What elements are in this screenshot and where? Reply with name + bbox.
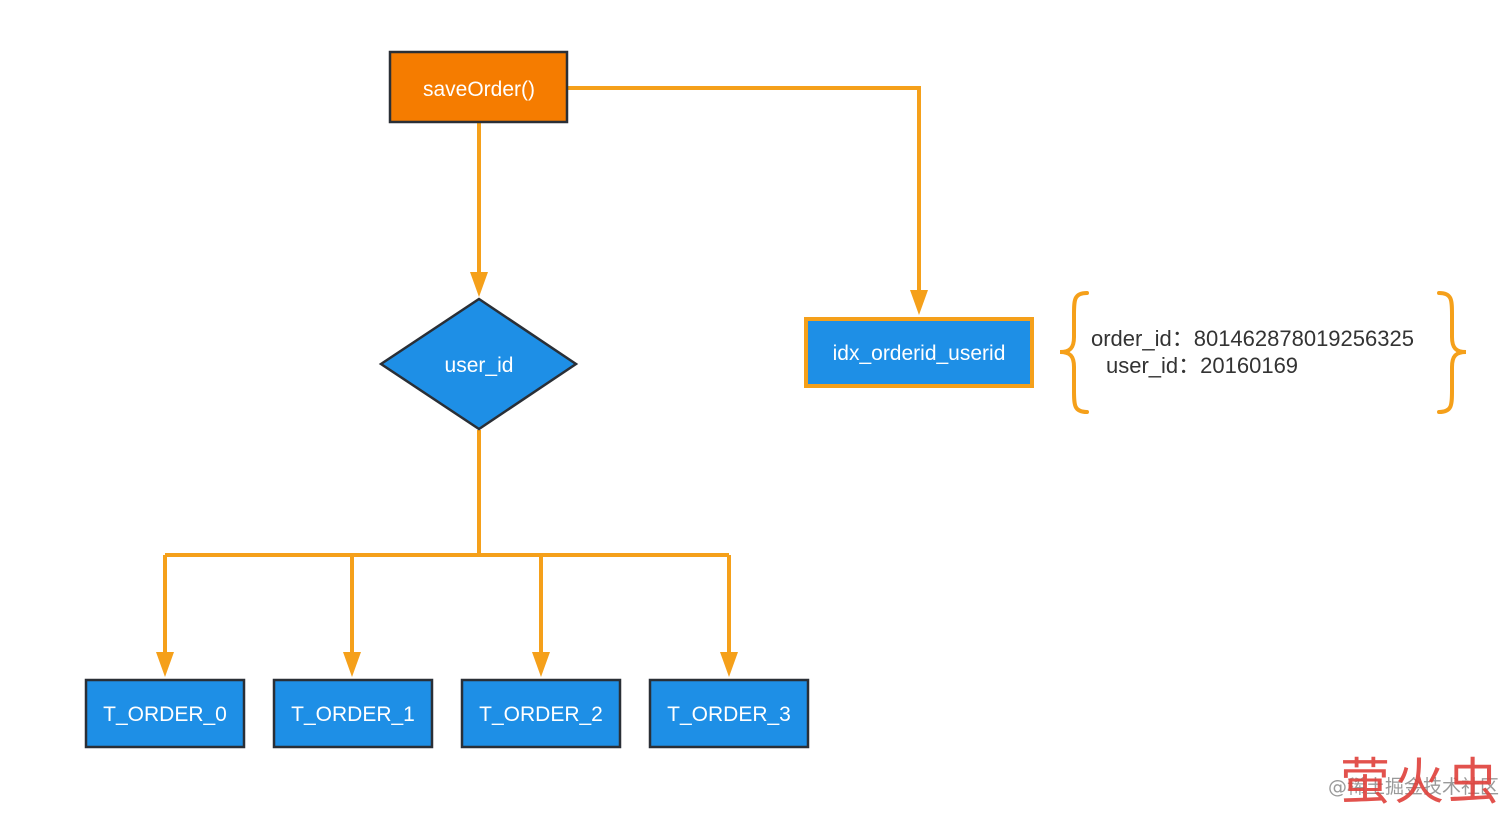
arrowhead-table-3 xyxy=(720,652,738,677)
right-brace xyxy=(1437,291,1467,414)
arrowhead-index xyxy=(910,290,928,315)
note-user-id: user_id：20160169 xyxy=(1106,353,1298,378)
connector-save-to-index xyxy=(567,86,921,294)
table-label-1: T_ORDER_1 xyxy=(291,703,415,726)
user-id-label: user_id xyxy=(445,354,514,377)
table-label-2: T_ORDER_2 xyxy=(479,703,603,726)
arrowheads xyxy=(156,272,928,677)
table-node-2[interactable]: T_ORDER_2 xyxy=(460,678,622,749)
table-label-3: T_ORDER_3 xyxy=(667,703,791,726)
index-label: idx_orderid_userid xyxy=(833,342,1006,365)
watermark-stamp: 萤火虫 xyxy=(1340,753,1502,811)
note-braces xyxy=(1059,291,1467,414)
index-node[interactable]: idx_orderid_userid xyxy=(804,317,1034,388)
arrowhead-table-2 xyxy=(532,652,550,677)
arrowhead-table-0 xyxy=(156,652,174,677)
table-node-3[interactable]: T_ORDER_3 xyxy=(648,678,810,749)
table-node-1[interactable]: T_ORDER_1 xyxy=(272,678,434,749)
save-order-label: saveOrder() xyxy=(423,78,535,101)
table-label-0: T_ORDER_0 xyxy=(103,703,227,726)
watermark-handle: @稀土掘金技术社区 xyxy=(1328,776,1500,798)
table-node-0[interactable]: T_ORDER_0 xyxy=(84,678,246,749)
left-brace xyxy=(1059,291,1089,414)
arrowhead-table-1 xyxy=(343,652,361,677)
arrowhead-userid xyxy=(470,272,488,297)
save-order-node[interactable]: saveOrder() xyxy=(388,50,569,124)
note-order-id: order_id：801462878019256325 xyxy=(1091,326,1414,351)
user-id-decision[interactable]: user_id xyxy=(378,297,579,431)
connectors xyxy=(163,86,921,656)
